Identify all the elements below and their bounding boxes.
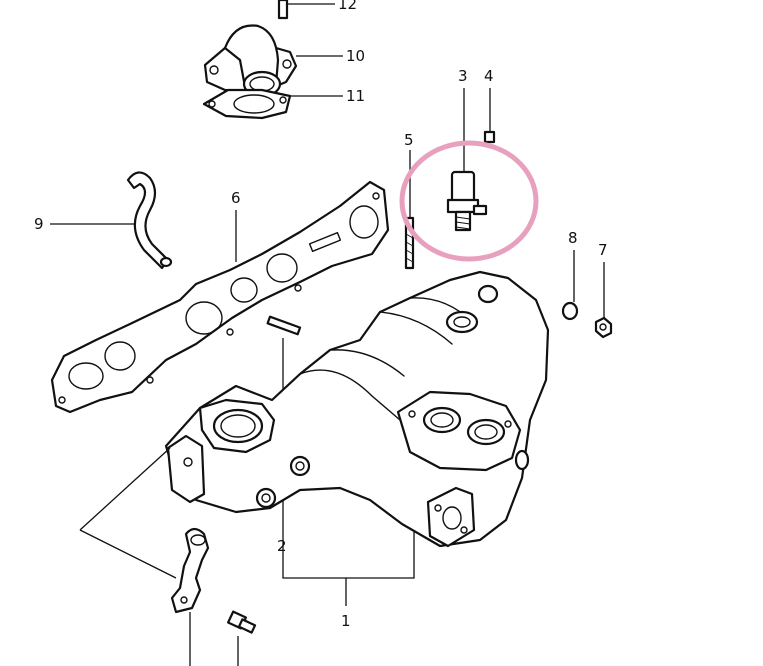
callout-9: 9 <box>34 215 44 233</box>
part-3-valve <box>446 88 488 232</box>
callout-7: 7 <box>598 241 608 259</box>
callout-5: 5 <box>404 131 414 149</box>
highlight-circle <box>399 140 539 262</box>
part-7-nut <box>594 262 613 339</box>
callout-4: 4 <box>484 67 494 85</box>
callout-6: 6 <box>231 189 241 207</box>
part-11-gasket <box>202 88 343 120</box>
bracket <box>79 447 210 666</box>
callout-8: 8 <box>568 229 578 247</box>
callout-3: 3 <box>458 67 468 85</box>
part-1-intake-manifold <box>164 270 550 606</box>
part-4-pin <box>483 88 496 144</box>
callout-2: 2 <box>277 537 287 555</box>
part-8-washer <box>561 250 579 321</box>
part-12-bolt <box>277 0 335 20</box>
callout-1: 1 <box>341 612 351 630</box>
bolt <box>227 610 257 666</box>
callout-10: 10 <box>346 47 365 65</box>
callout-12: 12 <box>338 0 357 13</box>
part-9-hose <box>50 171 173 270</box>
callout-11: 11 <box>346 87 365 105</box>
part-6-gasket <box>50 180 390 414</box>
part-10-water-outlet <box>203 24 343 98</box>
